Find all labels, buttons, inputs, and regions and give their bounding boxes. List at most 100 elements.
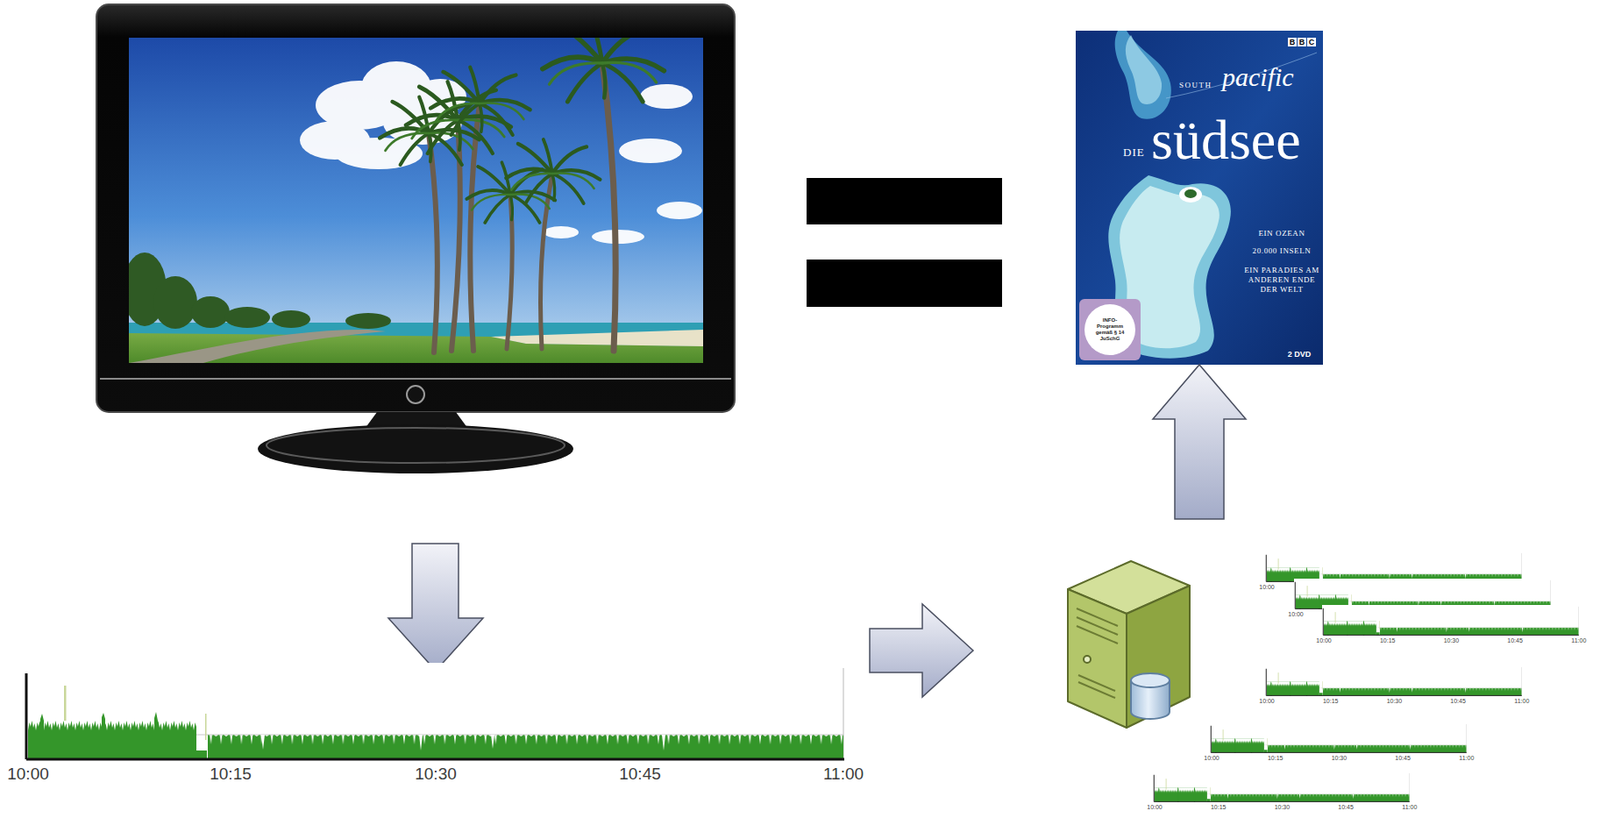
beach-scene xyxy=(128,37,704,363)
cover-tagline: 20.000 INSELN xyxy=(1244,246,1320,256)
beach-scene xyxy=(618,138,683,164)
beach-scene xyxy=(271,310,311,328)
server-icon xyxy=(1078,682,1116,698)
dvd-cover xyxy=(1084,304,1136,356)
volume-chart xyxy=(22,662,865,761)
time-label: 11:00 xyxy=(823,765,864,783)
television xyxy=(257,424,574,474)
stored-charts xyxy=(1294,578,1558,610)
server-icon xyxy=(1078,675,1116,691)
block-arrow xyxy=(1152,364,1246,520)
time-label: 10:00 xyxy=(1315,637,1332,644)
stored-charts xyxy=(1152,551,1586,803)
time-label: 10:00 xyxy=(1287,611,1304,618)
equals-sign xyxy=(806,177,1003,307)
cover-tagline: EIN OZEAN xyxy=(1244,228,1320,239)
block-arrow xyxy=(388,543,484,671)
stored-charts xyxy=(1265,551,1529,583)
beach-scene xyxy=(128,329,386,363)
time-label: 11:00 xyxy=(1571,637,1586,644)
server-archive: 10:00 10:00 10:00 10:15 10:30 10:45 11:00 10:00… xyxy=(973,519,1592,816)
cover-title: SOUTH xyxy=(1179,81,1213,90)
beach-scene xyxy=(153,276,198,329)
beach-scene xyxy=(428,133,438,353)
beach-scene xyxy=(191,296,230,328)
television xyxy=(266,427,565,463)
server-icon xyxy=(1076,617,1118,635)
stored-charts xyxy=(1322,604,1586,636)
time-label: 10:45 xyxy=(1450,697,1466,704)
time-label: 11:00 xyxy=(1514,697,1529,704)
time-label: 10:15 xyxy=(209,765,252,783)
time-label: 10:00 xyxy=(1258,583,1275,591)
time-label: 10:30 xyxy=(1386,697,1403,704)
beach-scene xyxy=(345,312,392,329)
beach-scene xyxy=(128,37,704,363)
stored-charts xyxy=(1265,665,1529,697)
cover-tagline: EIN PARADIES AM ANDEREN ENDE DER WELT xyxy=(1244,265,1320,295)
equals-sign xyxy=(806,177,1003,225)
disc-count: 2 DVD xyxy=(1287,350,1312,359)
cover-title: DIE xyxy=(1123,146,1145,158)
stored-charts xyxy=(1152,771,1416,803)
time-label: 10:00 xyxy=(1203,754,1220,761)
dvd-cover xyxy=(1184,189,1197,199)
rating-sticker: INFO-Programm gemäß § 14 JuSchG xyxy=(1091,317,1129,342)
server-icon xyxy=(1067,561,1190,728)
television xyxy=(99,377,732,380)
time-label: 10:45 xyxy=(1507,637,1523,644)
time-label: 10:15 xyxy=(1210,803,1227,811)
beach-scene xyxy=(430,67,530,136)
beach-scene xyxy=(542,37,665,102)
time-label: 10:15 xyxy=(1267,754,1284,761)
television xyxy=(406,385,425,404)
dvd-cover-box: BBC SOUTH pacificDIE südseeEIN OZEAN 20.000 … xyxy=(1075,30,1323,365)
beach-scene xyxy=(640,84,693,109)
cover-title: pacific xyxy=(1222,64,1295,91)
dvd-cover xyxy=(1075,30,1323,365)
beach-scene xyxy=(505,139,600,204)
time-label: 10:45 xyxy=(1394,754,1411,761)
time-label: 10:30 xyxy=(1274,803,1291,811)
time-label: 10:15 xyxy=(1379,637,1396,644)
television xyxy=(96,4,735,413)
beach-scene xyxy=(224,306,271,328)
beach-scene xyxy=(405,81,512,154)
beach-scene xyxy=(299,61,703,244)
television xyxy=(96,4,735,474)
cover-title: südsee xyxy=(1151,112,1302,169)
server-icon xyxy=(1083,655,1091,663)
time-label: 10:45 xyxy=(1337,803,1354,811)
beach-scene xyxy=(656,201,703,220)
equals-sign xyxy=(806,259,1003,307)
time-label: 10:45 xyxy=(618,765,662,783)
time-label: 10:00 xyxy=(1146,803,1163,811)
server-icon xyxy=(1067,589,1127,728)
dvd-cover xyxy=(1179,186,1202,203)
dvd-cover xyxy=(1075,30,1323,365)
time-label: 10:00 xyxy=(7,765,50,783)
time-label: 11:00 xyxy=(1458,754,1474,761)
server-icon xyxy=(1076,625,1118,644)
server-icon xyxy=(1130,673,1170,688)
dvd-cover xyxy=(1079,298,1141,361)
server-icon xyxy=(1076,608,1118,626)
dvd-cover xyxy=(1115,30,1172,120)
dvd-cover xyxy=(1125,35,1162,105)
time-label: 10:15 xyxy=(1322,697,1339,704)
dvd-cover xyxy=(1166,52,1317,99)
time-label: 10:30 xyxy=(1331,754,1348,761)
time-label: 11:00 xyxy=(1401,803,1417,811)
beach-scene xyxy=(602,63,616,351)
beach-scene xyxy=(543,226,579,239)
volume-chart-box: 10:00 10:15 10:30 10:45 11:00 xyxy=(0,613,870,798)
beach-scene xyxy=(128,252,392,329)
beach-scene xyxy=(428,63,616,353)
brand-logo: BBC xyxy=(1289,37,1319,47)
stored-charts xyxy=(1209,722,1473,754)
block-arrow xyxy=(869,604,974,697)
time-label: 10:30 xyxy=(414,765,457,783)
time-label: 10:30 xyxy=(1443,637,1460,644)
